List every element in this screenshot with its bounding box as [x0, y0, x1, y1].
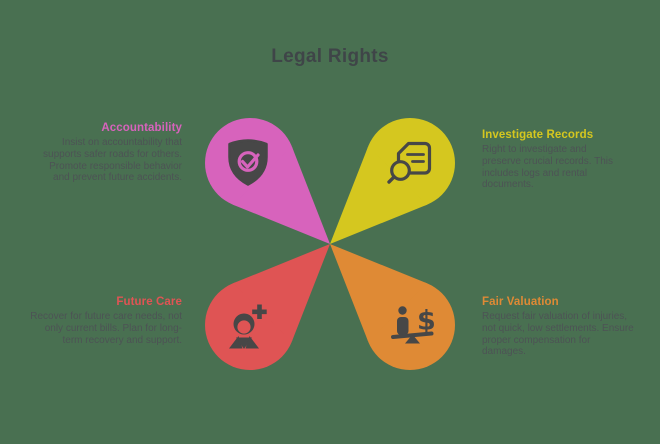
info-description: Request fair valuation of injuries, not …	[482, 311, 634, 358]
page-title: Legal Rights	[271, 46, 389, 67]
shield-shape	[228, 139, 268, 186]
petal-tail	[233, 244, 330, 342]
figure-head	[398, 306, 407, 315]
figure-body	[397, 317, 409, 335]
info-block-accountability: Accountability Insist on accountability …	[37, 122, 182, 184]
person-face	[237, 320, 251, 334]
magnifier-handle	[387, 175, 396, 184]
balance-fulcrum	[405, 334, 420, 344]
info-description: Right to investigate and preserve crucia…	[482, 144, 613, 191]
shield-check-icon	[228, 139, 268, 186]
plus-sign	[252, 304, 267, 319]
person-shoulder-right	[245, 336, 259, 349]
magnifier-lens	[390, 160, 411, 181]
balance-money-icon: $	[391, 306, 436, 344]
info-description: Recover for future care needs, not only …	[30, 311, 182, 346]
info-label: Fair Valuation	[482, 296, 559, 308]
info-block-future-care: Future Care Recover for future care need…	[30, 296, 182, 346]
info-description: Insist on accountability that supports s…	[43, 137, 182, 184]
petal-fair-valuation: $	[330, 244, 455, 370]
petal-tail	[330, 244, 427, 342]
petal-investigate-records	[330, 118, 455, 244]
info-block-fair-valuation: Fair Valuation Request fair valuation of…	[482, 296, 634, 358]
document-search-icon	[387, 141, 432, 184]
info-label: Investigate Records	[482, 129, 594, 141]
person-collar	[236, 337, 252, 349]
info-label: Accountability	[101, 122, 182, 134]
check-mark	[240, 153, 260, 169]
check-circle	[237, 151, 259, 172]
petal-accountability	[205, 118, 330, 244]
dollar-sign: $	[417, 306, 436, 337]
petal-tail	[330, 146, 427, 244]
info-label: Future Care	[116, 296, 182, 308]
info-block-investigate-records: Investigate Records Right to investigate…	[482, 129, 628, 191]
person-add-icon	[229, 304, 267, 349]
petal-tail	[233, 146, 330, 244]
petal-future-care	[205, 244, 330, 370]
